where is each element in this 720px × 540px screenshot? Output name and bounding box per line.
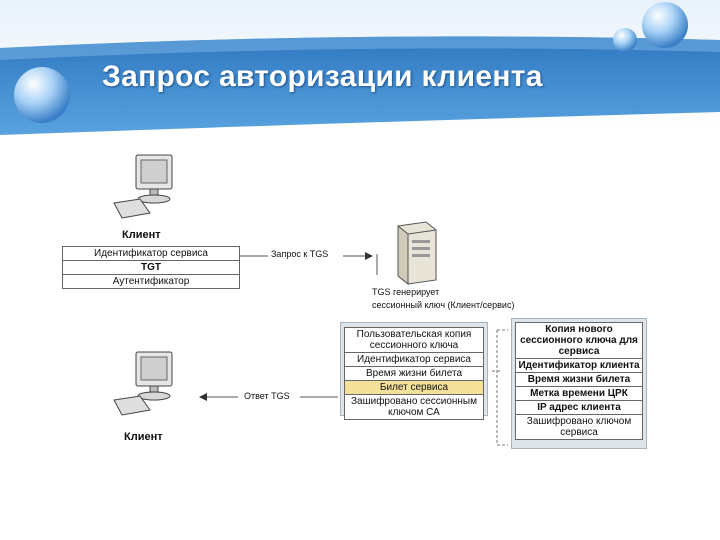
header-background bbox=[0, 0, 720, 135]
header-banner: Запрос авторизации клиента bbox=[0, 0, 720, 135]
ticket-row: Время жизни билета bbox=[516, 373, 642, 387]
request-row: TGT bbox=[63, 261, 239, 275]
client-bottom-label: Клиент bbox=[124, 431, 163, 443]
request-row: Идентификатор сервиса bbox=[63, 247, 239, 261]
page-title: Запрос авторизации клиента bbox=[102, 60, 543, 93]
ticket-row: Зашифровано ключом сервиса bbox=[526, 416, 632, 438]
reply-row: Зашифровано сессионным ключом СА bbox=[350, 396, 477, 418]
ticket-row: Копия нового сессионного ключа для серви… bbox=[516, 323, 642, 359]
ticket-row: Идентификатор клиента bbox=[516, 359, 642, 373]
ticket-panel: Копия нового сессионного ключа для серви… bbox=[511, 318, 647, 449]
server-caption-line2: сессионный ключ (Клиент/сервис) bbox=[372, 300, 515, 310]
reply-table: Пользовательская копия сессионного ключа… bbox=[344, 327, 484, 420]
reply-row: Время жизни билета bbox=[345, 367, 483, 381]
ticket-row: Метка времени ЦРК bbox=[516, 387, 642, 401]
ticket-table: Копия нового сессионного ключа для серви… bbox=[515, 322, 643, 440]
request-arrow-label: Запрос к TGS bbox=[271, 249, 329, 259]
reply-row: Пользовательская копия сессионного ключа bbox=[345, 328, 483, 353]
reply-panel: Пользовательская копия сессионного ключа… bbox=[340, 322, 488, 420]
client-top-label: Клиент bbox=[122, 229, 161, 241]
request-row: Аутентификатор bbox=[112, 276, 190, 287]
request-table: Идентификатор сервиса TGT Аутентификатор bbox=[62, 246, 240, 289]
ticket-row: IP адрес клиента bbox=[516, 401, 642, 415]
server-caption-line1: TGS генерирует bbox=[372, 287, 440, 297]
reply-row-ticket: Билет сервиса bbox=[345, 381, 483, 395]
reply-row: Идентификатор сервиса bbox=[345, 353, 483, 367]
reply-arrow-label: Ответ TGS bbox=[244, 391, 290, 401]
